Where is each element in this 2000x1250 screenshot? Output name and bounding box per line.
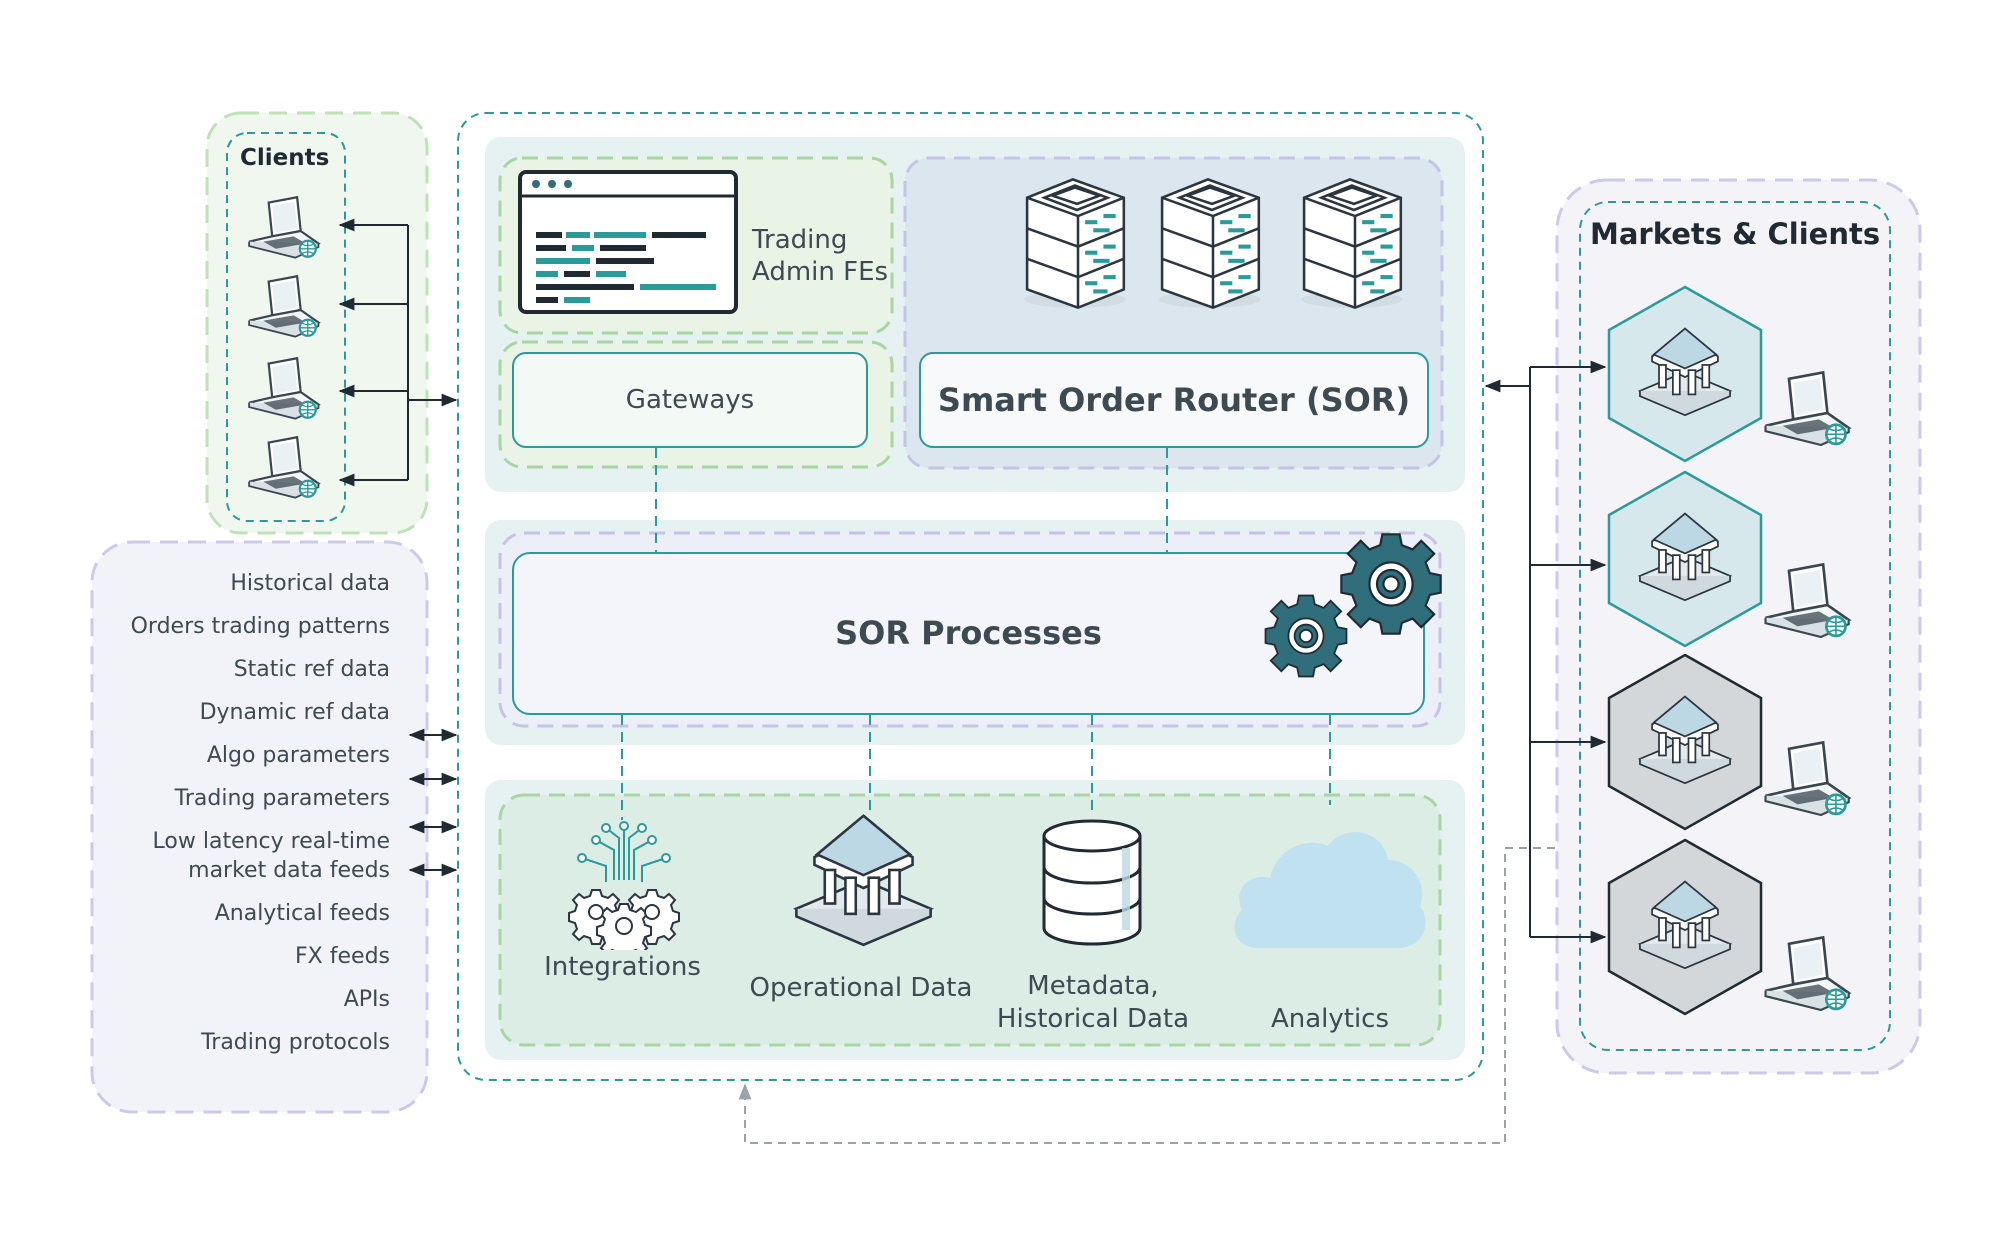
feed-item: Dynamic ref data	[199, 700, 390, 725]
market-hexagon	[1607, 470, 1763, 648]
analytics-label: Analytics	[1270, 1004, 1390, 1034]
trading-admin-label: Trading Admin FEs	[752, 225, 889, 287]
market-laptop-icon	[1757, 935, 1853, 1021]
client-laptop-icon	[242, 435, 322, 507]
feed-item: market data feeds	[188, 858, 390, 883]
client-laptop-icon	[242, 274, 322, 346]
markets-inner-frame	[1579, 201, 1891, 1051]
integrations-icon	[568, 821, 680, 950]
server-icon	[1157, 168, 1269, 313]
feed-item: Trading protocols	[201, 1030, 390, 1055]
metadata-label: Metadata, Historical Data	[996, 971, 1190, 1034]
market-laptop-icon	[1757, 562, 1853, 648]
feed-item: Historical data	[230, 571, 390, 596]
server-icon	[1299, 168, 1411, 313]
feed-item: Low latency real-time	[152, 829, 390, 854]
feed-item: Algo parameters	[206, 743, 390, 768]
markets-title: Markets & Clients	[1590, 217, 1881, 251]
browser-window-icon	[518, 170, 738, 314]
feed-item: Analytical feeds	[214, 901, 390, 926]
gateways-box[interactable]: Gateways	[512, 352, 868, 448]
feed-item: Orders trading patterns	[130, 614, 390, 639]
server-icon	[1022, 168, 1134, 313]
operational-data-label: Operational Data	[749, 973, 973, 1003]
database-icon	[1042, 819, 1142, 946]
sor-box[interactable]: Smart Order Router (SOR)	[919, 352, 1429, 448]
data-feeds-list: Historical data Orders trading patterns …	[100, 562, 390, 1064]
market-hexagon	[1607, 838, 1763, 1016]
cloud-icon	[1234, 832, 1426, 948]
feed-item: Static ref data	[233, 657, 390, 682]
large-gear-icon	[1340, 533, 1442, 635]
clients-inner-frame	[226, 132, 346, 522]
feed-item: APIs	[343, 987, 390, 1012]
market-hexagon	[1607, 653, 1763, 831]
market-laptop-icon	[1757, 740, 1853, 826]
system-frame	[457, 112, 1484, 1081]
feed-item: Trading parameters	[174, 786, 390, 811]
bank-building-icon	[786, 808, 941, 950]
market-laptop-icon	[1757, 370, 1853, 456]
integrations-label: Integrations	[544, 952, 701, 982]
market-hexagon	[1607, 285, 1763, 463]
feed-item: FX feeds	[295, 944, 390, 969]
clients-title: Clients	[240, 145, 330, 171]
client-laptop-icon	[242, 195, 322, 267]
client-laptop-icon	[242, 356, 322, 428]
